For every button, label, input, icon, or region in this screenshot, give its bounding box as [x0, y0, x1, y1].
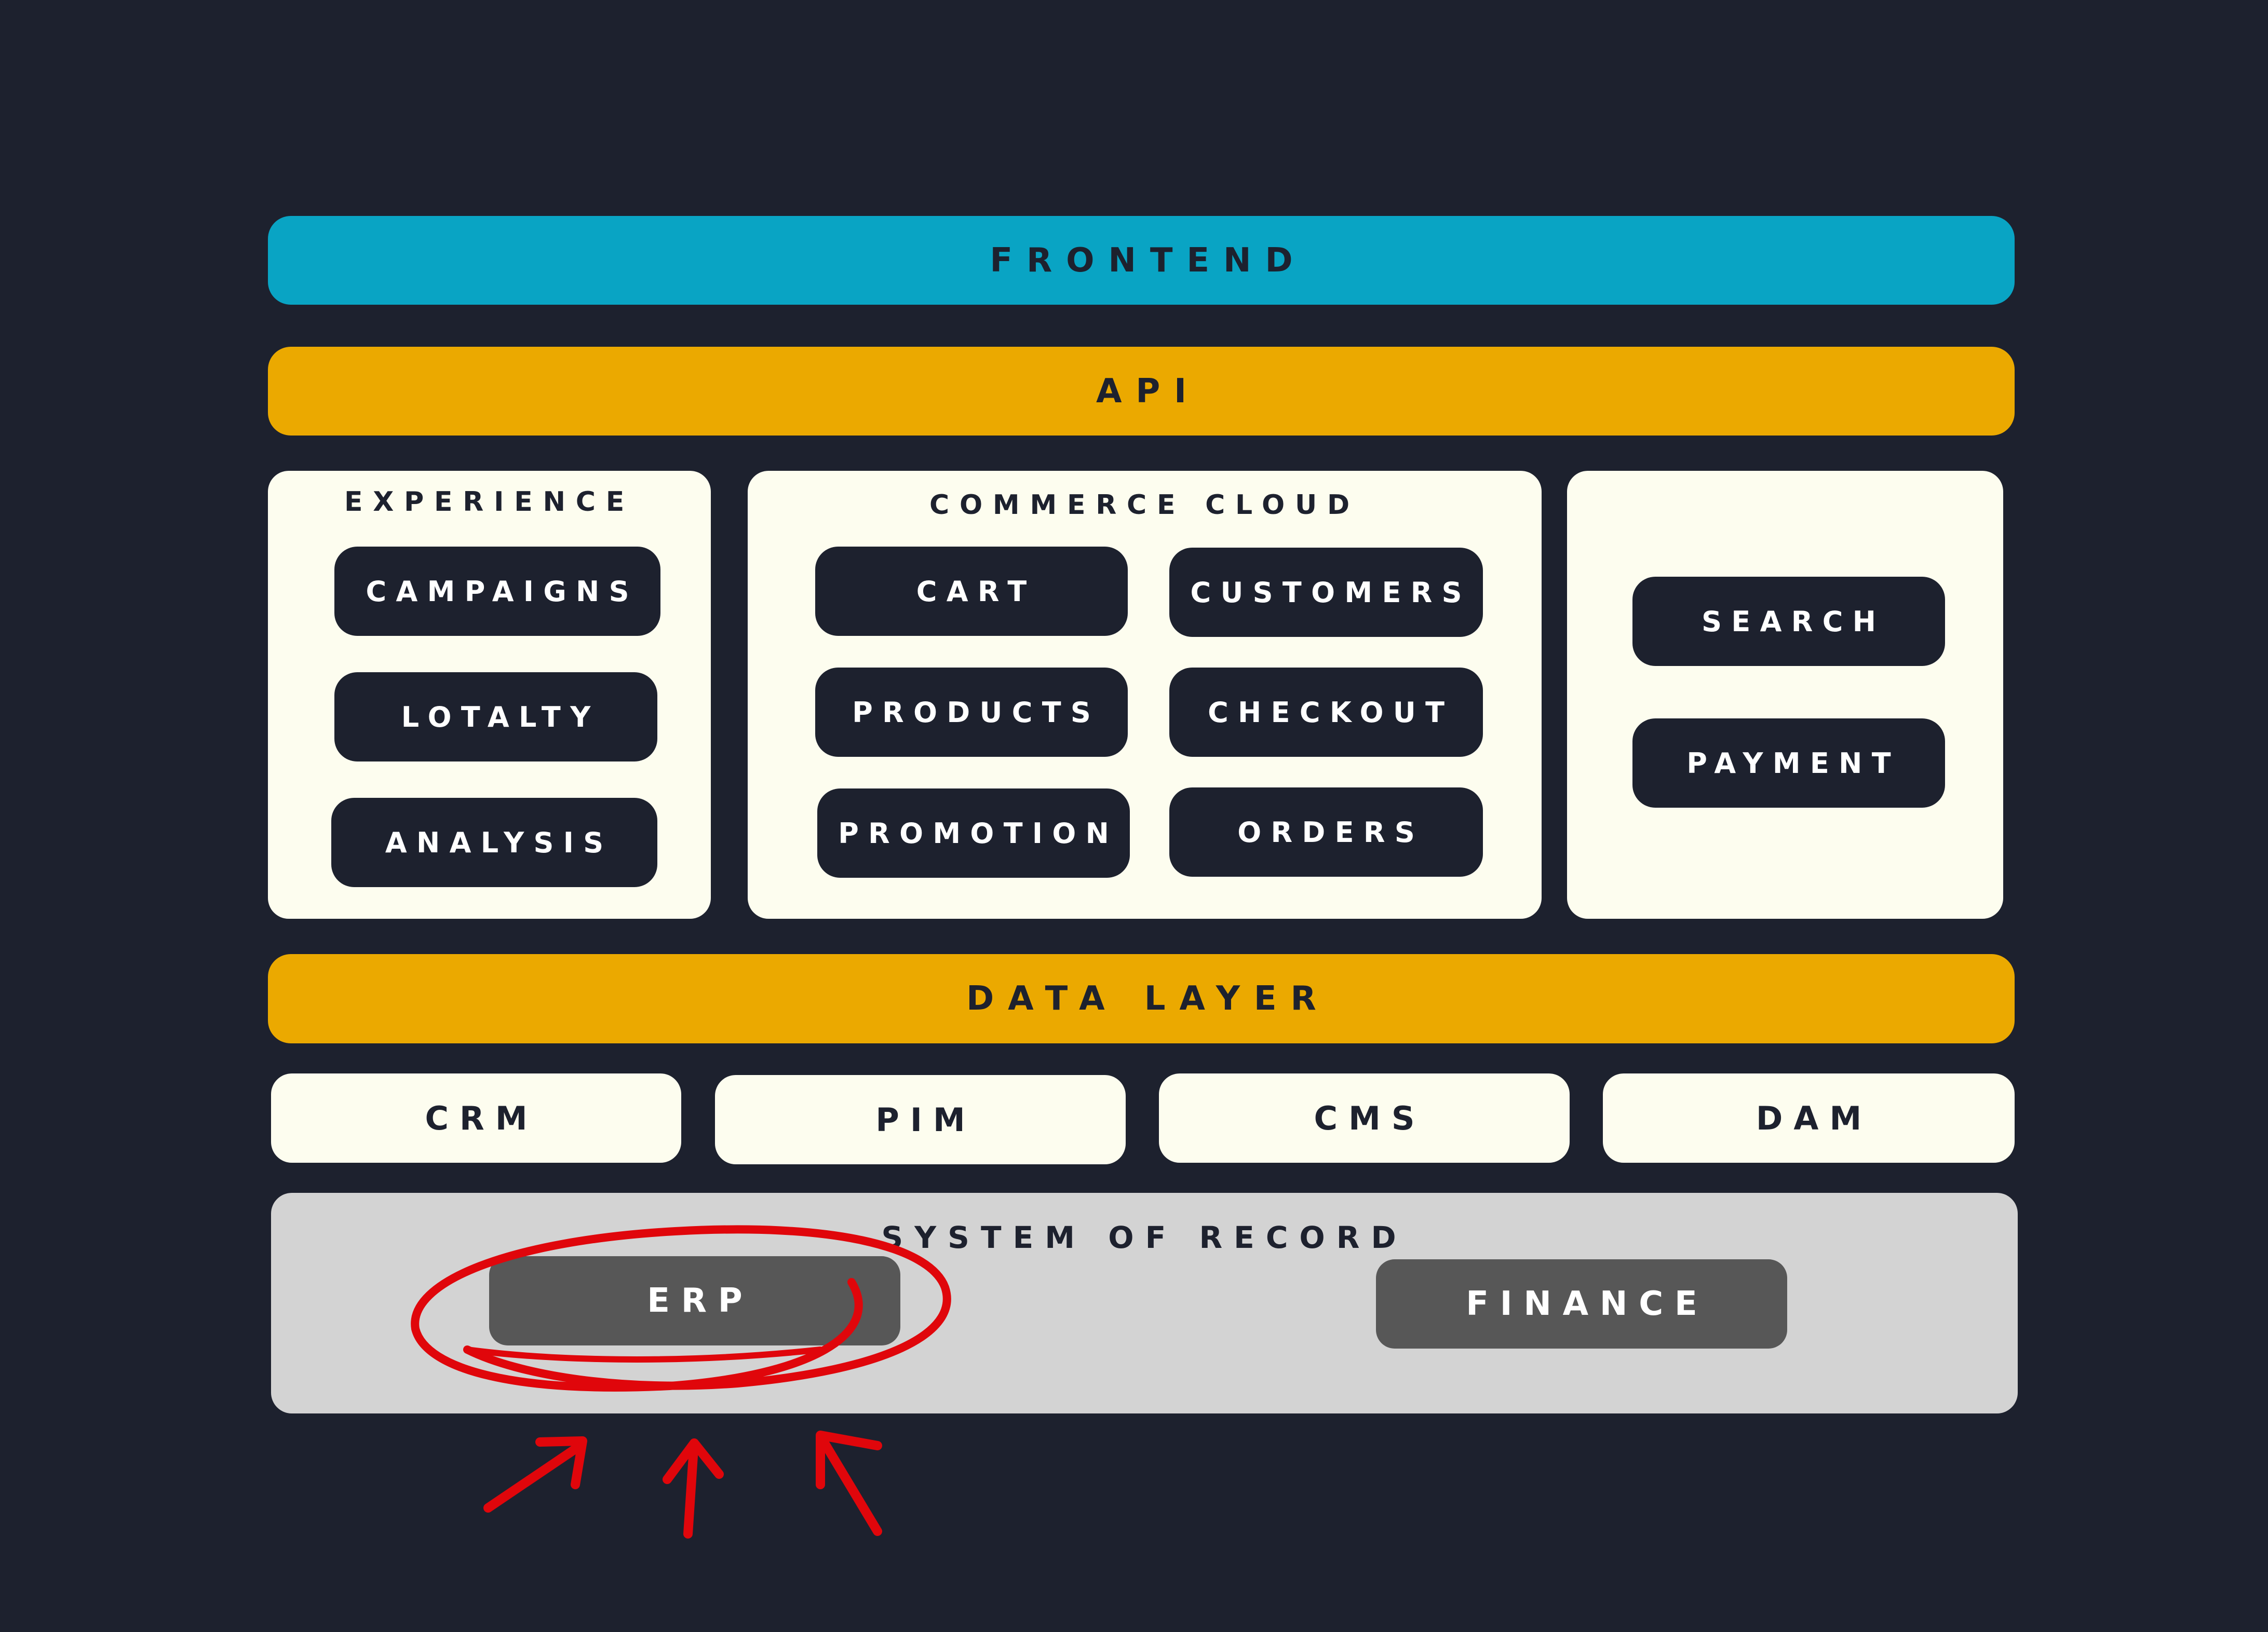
crm-box: CRM — [271, 1073, 681, 1163]
highlight-circle — [411, 1225, 951, 1392]
api-layer: API — [268, 347, 2015, 436]
system-of-record-panel: SYSTEM OF RECORD ERP FINANCE — [271, 1193, 2018, 1413]
highlight-circle-inner — [464, 1347, 824, 1363]
services-card: SEARCH PAYMENT — [1567, 471, 2003, 919]
experience-title: EXPERIENCE — [344, 486, 634, 518]
finance-pill: FINANCE — [1376, 1259, 1787, 1349]
search-pill: SEARCH — [1632, 577, 1945, 666]
promotion-pill: PROMOTION — [817, 788, 1130, 878]
frontend-label: FRONTEND — [990, 241, 1307, 280]
pim-box: PIM — [715, 1075, 1126, 1164]
data-layer: DATA LAYER — [268, 954, 2015, 1043]
commerce-cloud-title: COMMERCE CLOUD — [929, 489, 1360, 521]
campaigns-pill: CAMPAIGNS — [334, 547, 660, 636]
system-of-record-title: SYSTEM OF RECORD — [881, 1220, 1408, 1255]
analysis-pill: ANALYSIS — [331, 798, 657, 887]
data-layer-label: DATA LAYER — [966, 980, 1330, 1018]
commerce-cloud-card: COMMERCE CLOUD CART CUSTOMERS PRODUCTS C… — [748, 471, 1542, 919]
orders-pill: ORDERS — [1169, 787, 1483, 877]
arrow-icon — [663, 1438, 724, 1539]
cms-box: CMS — [1159, 1073, 1570, 1163]
checkout-pill: CHECKOUT — [1169, 668, 1483, 757]
experience-card: EXPERIENCE CAMPAIGNS LOTALTY ANALYSIS — [268, 471, 711, 919]
frontend-layer: FRONTEND — [268, 216, 2015, 305]
cart-pill: CART — [815, 547, 1128, 636]
erp-pill: ERP — [489, 1256, 900, 1345]
arrow-icon — [816, 1431, 882, 1536]
arrow-icon — [483, 1436, 587, 1513]
products-pill: PRODUCTS — [815, 668, 1128, 757]
dam-box: DAM — [1603, 1073, 2015, 1163]
api-label: API — [1096, 372, 1200, 411]
customers-pill: CUSTOMERS — [1169, 548, 1483, 637]
payment-pill: PAYMENT — [1632, 718, 1945, 808]
loyalty-pill: LOTALTY — [334, 672, 657, 761]
